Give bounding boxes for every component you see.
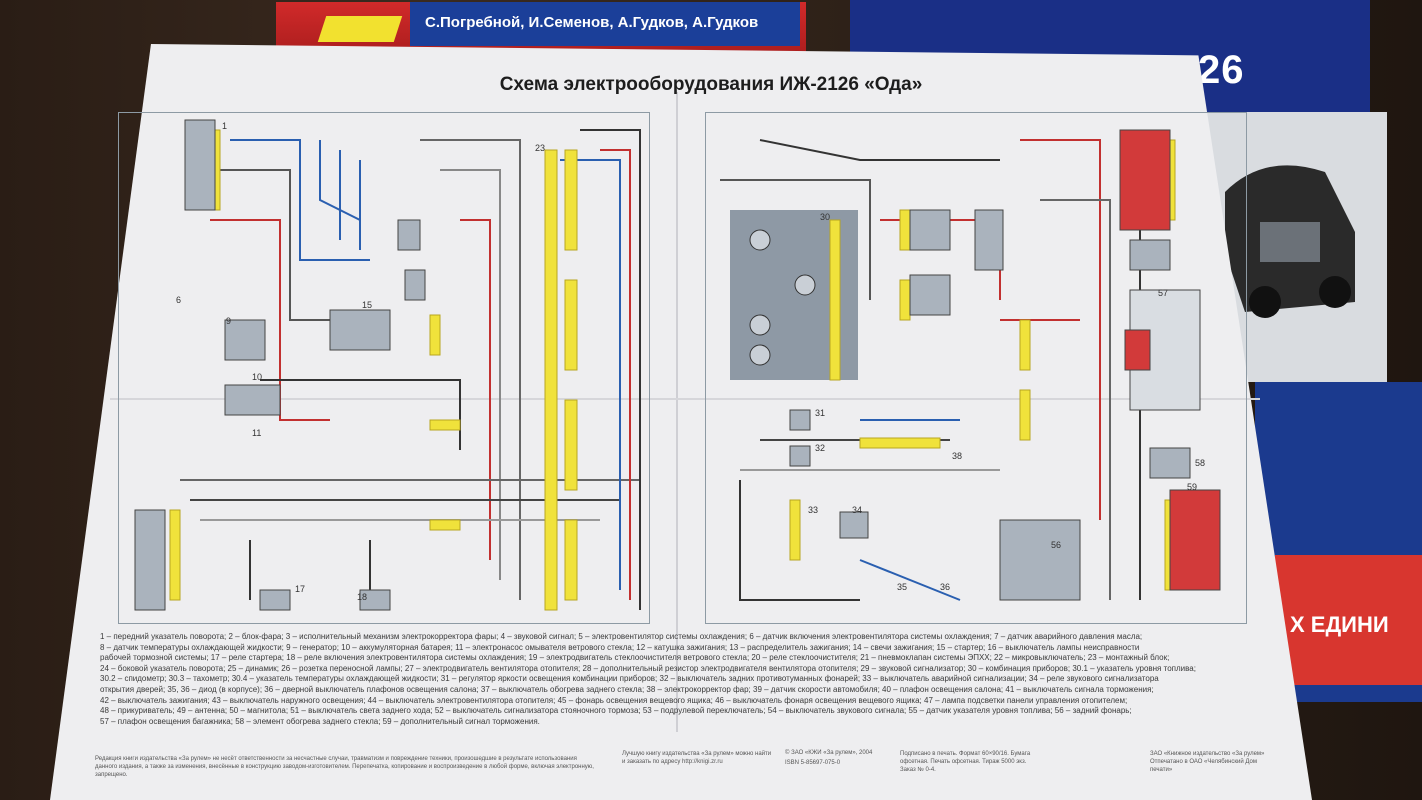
legend-line: открытия дверей; 35, 36 – диод (в корпус… xyxy=(100,684,1154,694)
diagram-label: 10 xyxy=(252,372,263,382)
footer-order-info: Лучшую книгу издательства «За рулем» мож… xyxy=(622,751,772,765)
book-cover-top-blue-band xyxy=(410,2,800,46)
book-authors: С.Погребной, И.Семенов, А.Гудков, А.Гудк… xyxy=(425,14,759,31)
diagram-label: 9 xyxy=(226,316,232,326)
diagram-label: 36 xyxy=(940,582,951,592)
legend-line: рабочей тормозной системы; 17 – реле ста… xyxy=(100,653,1170,663)
poster-title: Схема электрооборудования ИЖ-2126 «Ода» xyxy=(499,74,923,95)
legend-line: 1 – передний указатель поворота; 2 – бло… xyxy=(100,632,1143,641)
diagram-label: 58 xyxy=(1195,458,1206,468)
diagram-label: 33 xyxy=(808,505,819,515)
diagram-label: 57 xyxy=(1158,288,1169,298)
poster-fold-vertical xyxy=(676,92,678,732)
diagram-label: 1 xyxy=(222,121,228,131)
diagram-label: 6 xyxy=(176,295,182,305)
legend-line: 30.2 – спидометр; 30.3 – тахометр; 30.4 … xyxy=(100,674,1159,684)
diagram-label: 59 xyxy=(1187,482,1198,492)
legend-line: 42 – выключатель зажигания; 43 – выключа… xyxy=(100,695,1128,705)
footer-printer: ЗАО «Книжное издательство «За рулем» Отп… xyxy=(1150,751,1265,773)
diagram-label: 35 xyxy=(897,582,908,592)
diagram-right-panel xyxy=(705,112,1247,624)
footer-disclaimer: Редакция книги издательства «За рулем» н… xyxy=(95,756,594,778)
footer-isbn: ISBN 5-85697-075-0 xyxy=(785,760,841,766)
diagram-label: 34 xyxy=(852,505,863,515)
diagram-label: 30 xyxy=(820,212,831,222)
footer-publisher: © ЗАО «КЖИ «За рулем», 2004 xyxy=(785,750,873,756)
diagram-label: 11 xyxy=(252,428,262,438)
poster-legend: 1 – передний указатель поворота; 2 – бло… xyxy=(100,632,1260,732)
legend-line: 24 – боковой указатель поворота; 25 – ди… xyxy=(100,663,1196,673)
diagram-label: 23 xyxy=(535,143,546,153)
diagram-label: 18 xyxy=(357,592,368,602)
book-cover-red-band-text: Х ЕДИНИ xyxy=(1290,612,1389,637)
legend-line: 57 – плафон освещения багажника; 58 – эл… xyxy=(100,716,540,726)
poster-fold-horizontal xyxy=(110,398,1260,400)
book-cover-right-title: 26 xyxy=(1198,48,1245,92)
diagram-label: 32 xyxy=(815,443,826,453)
legend-line: 8 – датчик температуры охлаждающей жидко… xyxy=(100,642,1140,652)
diagram-label: 15 xyxy=(362,300,373,310)
diagram-label: 17 xyxy=(295,584,306,594)
diagram-label: 56 xyxy=(1051,540,1062,550)
book-cover-red-band xyxy=(1275,555,1422,685)
footer-print-specs: Подписано в печать. Формат 60×90/16. Бум… xyxy=(900,751,1031,773)
diagram-label: 38 xyxy=(952,451,963,461)
diagram-left-panel xyxy=(118,112,650,624)
diagram-label: 31 xyxy=(815,408,826,418)
legend-line: 48 – прикуриватель; 49 – антенна; 50 – м… xyxy=(100,706,1132,716)
